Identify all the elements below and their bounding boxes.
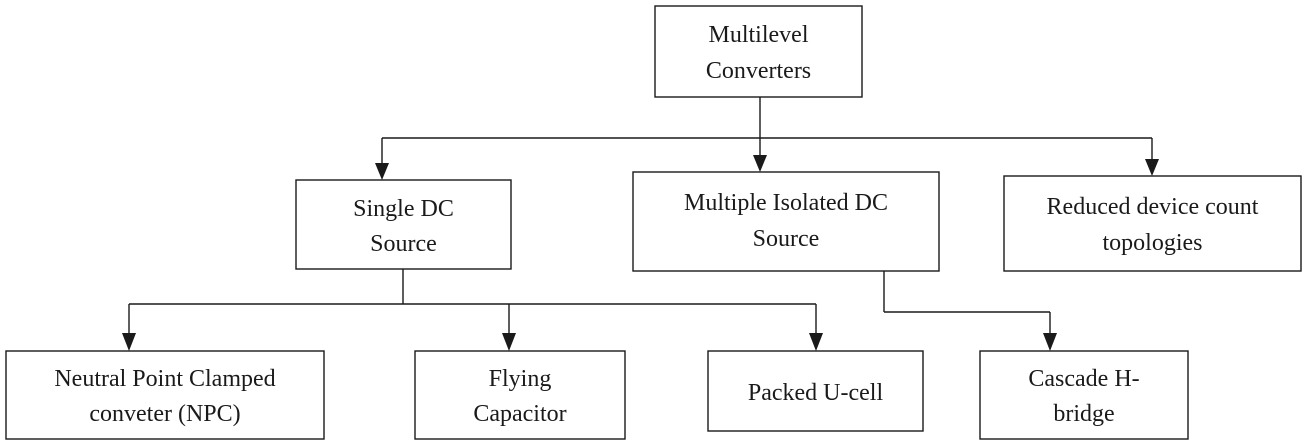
node-label-line: conveter (NPC) [89,401,240,427]
arrowhead-flying [502,333,516,351]
node-label-line: Single DC [353,196,454,222]
node-label-line: Capacitor [473,401,566,427]
connectors [122,97,1159,351]
node-label-line: Reduced device count [1047,194,1259,220]
node-label-line: Source [370,231,437,257]
node-label-line: Packed U-cell [748,380,884,406]
arrowhead-npc [122,333,136,351]
node-cascade-h-bridge: Cascade H- bridge [979,350,1189,440]
arrowhead-packed [809,333,823,351]
node-label-line: Multiple Isolated DC [684,190,888,216]
node-neutral-point-clamped: Neutral Point Clamped conveter (NPC) [5,350,325,440]
node-packed-u-cell: Packed U-cell [707,350,924,432]
node-label-line: Source [753,226,820,252]
node-single-dc-source: Single DC Source [295,179,512,270]
node-label-line: topologies [1103,230,1203,256]
node-label-line: Cascade H- [1028,366,1139,392]
node-reduced-device-count-topologies: Reduced device count topologies [1003,175,1302,272]
node-multiple-isolated-dc-source: Multiple Isolated DC Source [632,171,940,272]
node-label-line: Neutral Point Clamped [54,366,275,392]
node-label-line: Converters [706,58,811,84]
node-label-line: bridge [1053,401,1114,427]
node-multilevel-converters: Multilevel Converters [654,5,863,98]
node-label-line: Flying [489,366,552,392]
arrowhead-cascade [1043,333,1057,351]
arrowhead-single [375,163,389,180]
arrowhead-reduced [1145,159,1159,176]
node-flying-capacitor: Flying Capacitor [414,350,626,440]
node-label-line: Multilevel [709,22,809,48]
arrowhead-multiple [753,155,767,172]
